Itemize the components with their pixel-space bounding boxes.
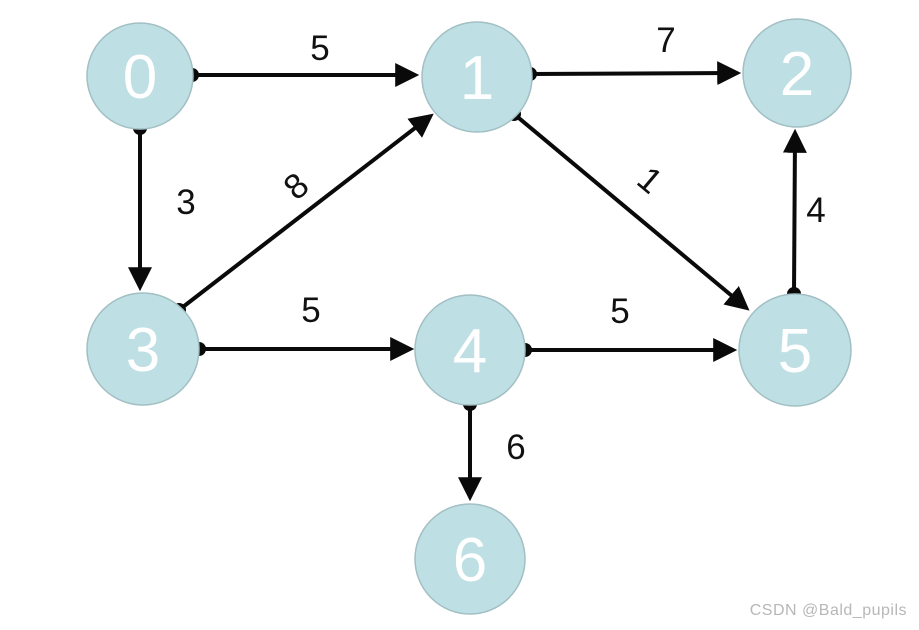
node-2-label: 2: [780, 40, 814, 109]
node-5-label: 5: [778, 317, 812, 386]
edge-3-1: 8: [172, 113, 434, 317]
edge-line-5-2: [782, 128, 807, 295]
node-1-circle: [421, 21, 533, 133]
node-3-circle: [86, 292, 200, 406]
node-1: 1: [421, 21, 533, 133]
node-2-circle: [742, 18, 852, 128]
node-3: 3: [86, 292, 200, 406]
node-3-label: 3: [126, 316, 160, 385]
node-5-circle: [738, 293, 852, 407]
edge-4-6: 6: [458, 397, 526, 502]
edge-weight-0-1: 5: [310, 29, 329, 68]
edge-4-5: 5: [518, 292, 738, 362]
node-1-label: 1: [460, 44, 494, 113]
edge-line-3-1: [177, 113, 434, 312]
edge-weight-4-6: 6: [506, 428, 525, 467]
edge-weight-1-5: 1: [630, 159, 670, 201]
node-0-label: 0: [123, 43, 157, 112]
edge-0-3: 3: [128, 121, 196, 292]
edge-1-2: 7: [523, 21, 742, 86]
node-6: 6: [414, 503, 526, 615]
node-4-circle: [414, 294, 526, 406]
edge-weight-5-2: 4: [806, 191, 825, 230]
edge-line-1-2: [529, 61, 742, 86]
edge-weight-4-5: 5: [610, 292, 629, 331]
edge-5-2: 4: [782, 128, 826, 301]
csdn-watermark: CSDN @Bald_pupils: [749, 602, 907, 619]
node-0: 0: [86, 22, 194, 130]
node-2: 2: [742, 18, 852, 128]
edge-0-1: 5: [185, 29, 420, 87]
node-4: 4: [414, 294, 526, 406]
edge-3-4: 5: [192, 291, 415, 361]
edge-1-5: 1: [507, 107, 750, 311]
node-0-circle: [86, 22, 194, 130]
node-5: 5: [738, 293, 852, 407]
node-4-label: 4: [453, 317, 487, 386]
node-6-circle: [414, 503, 526, 615]
edge-weight-3-4: 5: [301, 291, 320, 330]
node-6-label: 6: [453, 526, 487, 595]
edge-weight-0-3: 3: [176, 183, 195, 222]
edge-weight-3-1: 8: [276, 165, 316, 207]
edge-line-1-5: [512, 112, 750, 311]
edge-weight-1-2: 7: [656, 21, 675, 60]
